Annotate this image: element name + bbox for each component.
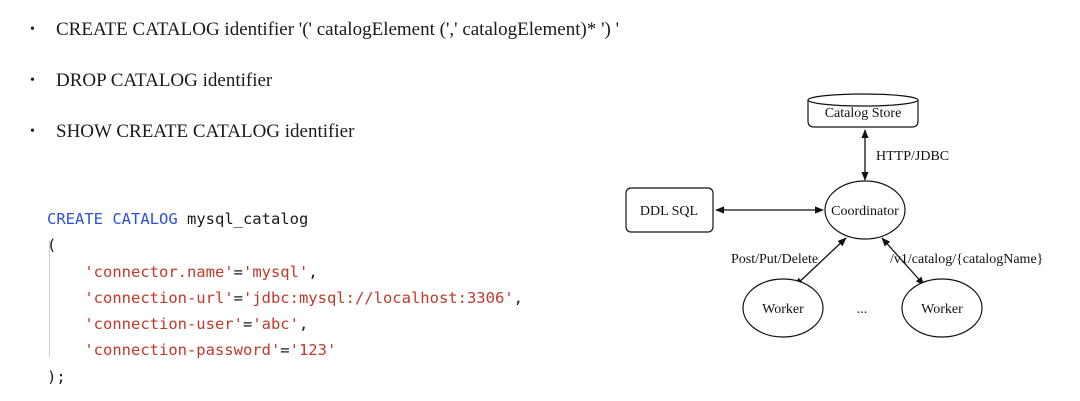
code-prop-value: 'mysql' [242,262,309,281]
bullet-dot: • [30,22,35,37]
worker-right-node: Worker [901,278,983,338]
code-catalog-name: mysql_catalog [177,210,309,228]
bullet-dot: • [30,124,35,139]
code-line-open-paren: ( [47,232,523,258]
code-comma: , [513,288,523,307]
workers-ellipsis: ... [857,302,868,317]
edge-left-worker-label: Post/Put/Delete [731,252,818,267]
code-close-paren: ); [47,367,66,386]
code-line-property: 'connector.name'='mysql', [47,259,523,285]
code-equals: = [233,262,243,281]
edge-store-label: HTTP/JDBC [876,149,949,164]
code-comma: , [298,315,309,334]
syntax-bullet-list: • CREATE CATALOG identifier '(' catalogE… [30,18,619,171]
indent-guide [49,240,50,357]
code-keyword: CREATE CATALOG [47,210,178,228]
catalog-store-node: Catalog Store [807,93,919,128]
worker-left-node: Worker [742,278,824,338]
code-line-property: 'connection-url'='jdbc:mysql://localhost… [47,285,523,311]
bullet-text: CREATE CATALOG identifier '(' catalogEle… [56,19,619,40]
bullet-text: SHOW CREATE CATALOG identifier [56,121,355,142]
code-prop-key: 'connection-password' [84,341,281,360]
code-prop-key: 'connection-url' [84,288,234,307]
ddl-sql-node: DDL SQL [625,187,714,233]
edge-coordinator-worker-left [794,237,847,287]
coordinator-label: Coordinator [831,204,899,219]
code-equals: = [280,341,290,360]
code-prop-key: 'connection-user' [84,315,243,334]
code-equals: = [242,315,253,334]
code-equals: = [233,288,243,307]
code-prop-value: '123' [289,341,337,360]
bullet-dot: • [30,73,35,88]
code-line-property: 'connection-user'='abc', [47,311,523,337]
code-prop-key: 'connector.name' [84,262,234,281]
code-line-property: 'connection-password'='123' [47,337,523,363]
code-line-create: CREATE CATALOG mysql_catalog [47,206,523,232]
code-line-close: ); [47,364,523,390]
code-comma: , [308,262,318,281]
bullet-text: DROP CATALOG identifier [56,70,273,91]
bullet-drop-catalog: • DROP CATALOG identifier [30,69,619,93]
edge-right-worker-label: /v1/catalog/{catalogName} [890,252,1043,267]
worker-left-label: Worker [762,302,804,317]
ddl-sql-label: DDL SQL [640,204,698,219]
code-prop-value: 'abc' [252,315,299,334]
code-prop-value: 'jdbc:mysql://localhost:3306' [242,288,514,307]
bullet-create-catalog: • CREATE CATALOG identifier '(' catalogE… [30,18,619,42]
code-block: CREATE CATALOG mysql_catalog ( 'connector… [47,206,523,390]
code-open-paren: ( [47,236,57,255]
catalog-store-label: Catalog Store [825,106,902,121]
bullet-show-create-catalog: • SHOW CREATE CATALOG identifier [30,120,619,144]
coordinator-node: Coordinator [824,180,906,240]
worker-right-label: Worker [921,302,963,317]
edge-coordinator-worker-right [881,237,925,286]
